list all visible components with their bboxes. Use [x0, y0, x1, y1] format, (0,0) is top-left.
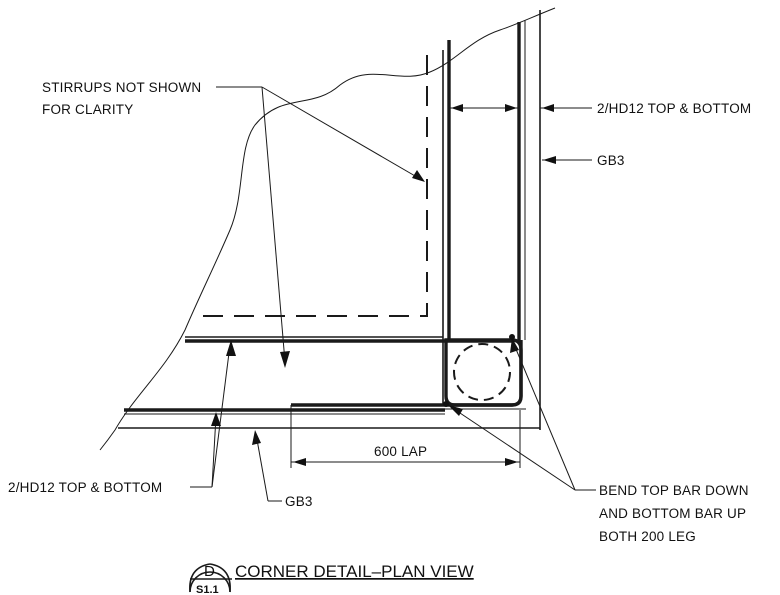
bend-leader-b	[450, 406, 576, 491]
bottom-bars-leader-a	[211, 344, 231, 488]
stirrup-leader-a	[261, 86, 423, 181]
detail-bubble	[189, 571, 231, 593]
bend-leader-a	[512, 341, 576, 491]
break-line	[99, 7, 556, 451]
corner-dot-top-right	[509, 334, 515, 340]
right-gb3-label: GB3	[597, 153, 625, 168]
corner-dot-bottom-left	[443, 401, 449, 407]
bottom-gb3-arrow	[252, 430, 261, 445]
stirrup-arrow-b	[280, 351, 290, 368]
bend-label-line2: AND BOTTOM BAR UP	[599, 506, 746, 521]
right-gb3-arrow	[543, 156, 556, 164]
stirrups-label-line1: STIRRUPS NOT SHOWN	[42, 80, 201, 95]
detail-sheet-ref: S1.1	[196, 584, 219, 595]
bottom-bars-leader-b	[211, 415, 217, 488]
bend-label-line3: BOTH 200 LEG	[599, 529, 696, 544]
bend-label-line1: BEND TOP BAR DOWN	[599, 483, 749, 498]
detail-bubble-left	[189, 563, 211, 593]
top-bars-arrow-left	[451, 104, 463, 112]
bottom-bars-arrow-a	[226, 340, 236, 356]
detail-bubble-right	[209, 563, 231, 593]
bend-arrow-b	[448, 405, 463, 416]
stirrups-label-line2: FOR CLARITY	[42, 102, 133, 117]
stirrup-dashed-outline	[200, 55, 428, 317]
top-bars-arrow-right	[505, 104, 517, 112]
lap-label: 600 LAP	[374, 444, 427, 459]
stirrup-leader-b	[261, 86, 286, 363]
detail-title: CORNER DETAIL–PLAN VIEW	[235, 562, 474, 581]
lap-arrow-left	[293, 458, 306, 466]
bottom-gb3-leader-d	[255, 433, 269, 502]
top-bars-arrow-ext	[542, 104, 554, 112]
bend-arrow-a	[510, 338, 519, 353]
bottom-left-bars-label: 2/HD12 TOP & BOTTOM	[8, 480, 162, 495]
bend-circle	[453, 343, 511, 401]
top-right-bars-label: 2/HD12 TOP & BOTTOM	[597, 101, 751, 116]
bottom-bars-arrow-b	[211, 412, 221, 426]
detail-letter: D	[204, 563, 215, 580]
lap-arrow-right	[505, 458, 518, 466]
corner-bent-bar	[291, 340, 523, 407]
bottom-gb3-label: GB3	[285, 494, 313, 509]
stirrup-arrow-a	[412, 170, 425, 182]
